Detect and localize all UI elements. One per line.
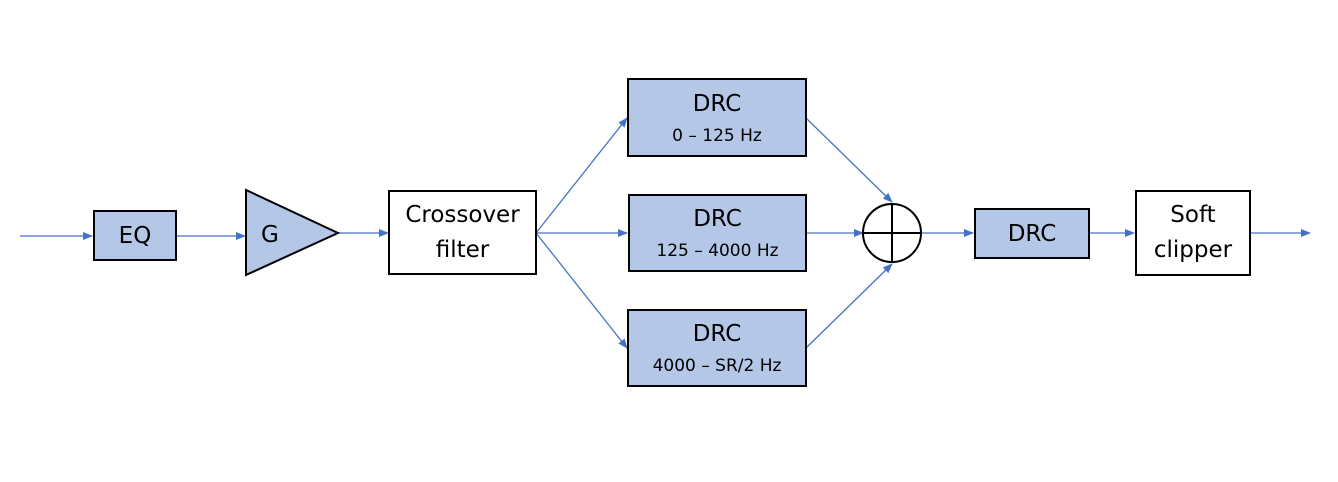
eq-block: EQ [93, 210, 177, 261]
drc-high-block: DRC 4000 – SR/2 Hz [627, 309, 807, 387]
crossover-label-line1: Crossover [405, 201, 520, 228]
gain-label: G [261, 222, 279, 248]
drc-high-label: DRC [692, 321, 742, 347]
drc-low-label: DRC [692, 90, 742, 117]
crossover-label-line2: filter [435, 236, 490, 263]
crossover-filter-block: Crossover filter [388, 190, 537, 275]
drc-low-range: 0 – 125 Hz [672, 125, 762, 146]
drc-final-label: DRC [1007, 220, 1057, 247]
drc-mid-range: 125 – 4000 Hz [656, 241, 779, 261]
gain-triangle [245, 188, 341, 277]
drc-high-range: 4000 – SR/2 Hz [652, 356, 782, 376]
drc-low-to-summer-arrow [805, 117, 893, 203]
drc-final-block: DRC [974, 208, 1090, 259]
crossover-to-drc-low-arrow [535, 117, 628, 234]
drc-mid-label: DRC [693, 206, 742, 232]
eq-label: EQ [118, 222, 152, 249]
drc-mid-block: DRC 125 – 4000 Hz [628, 194, 807, 272]
clipper-label-line1: Soft [1170, 202, 1216, 228]
drc-high-to-summer-arrow [805, 263, 893, 349]
soft-clipper-block: Soft clipper [1135, 190, 1251, 276]
crossover-to-drc-high-arrow [535, 232, 628, 349]
drc-low-block: DRC 0 – 125 Hz [627, 78, 807, 157]
clipper-label-line2: clipper [1153, 237, 1233, 263]
summing-junction-icon [862, 203, 922, 263]
